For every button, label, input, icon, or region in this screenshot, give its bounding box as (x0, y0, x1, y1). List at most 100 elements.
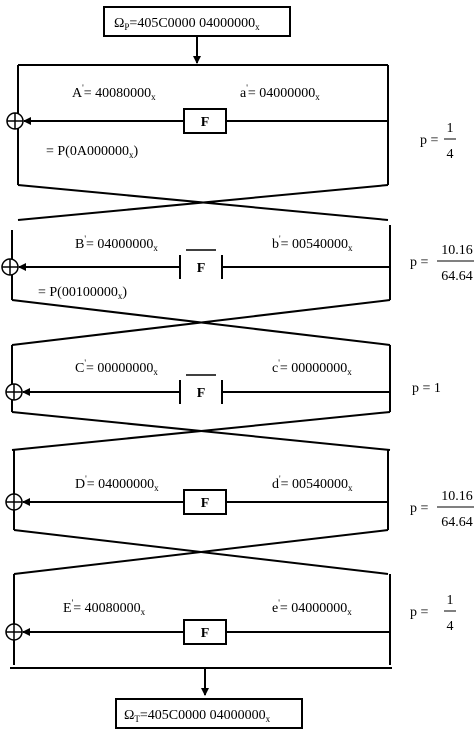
left-difference-label: A'= 40080000x (72, 83, 156, 102)
perm-close: ) (122, 285, 127, 300)
left-var: C (75, 361, 84, 376)
output-label: ΩT=405C0000 04000000x (124, 708, 271, 724)
right-suffix: x (315, 92, 320, 102)
permutation-label: = P(00100000x) (38, 285, 127, 301)
right-suffix: x (348, 243, 353, 253)
probability-numerator: 10.16 (441, 489, 473, 504)
input-sub: P (124, 22, 129, 32)
right-difference-label: a'= 04000000x (240, 83, 320, 102)
probability-numerator: 10.16 (441, 243, 473, 258)
cross-line-3b (11, 411, 391, 451)
right-prime: ' (246, 83, 248, 93)
output-value: =405C0000 04000000 (140, 708, 266, 723)
probability-numerator: 1 (447, 593, 454, 608)
f-label: F (197, 261, 206, 276)
perm-close: ) (133, 144, 138, 159)
left-prime: ' (72, 598, 74, 608)
probability-prefix: p = (410, 255, 429, 270)
right-prime: ' (278, 598, 280, 608)
probability-value: p = 1 (412, 381, 441, 396)
probability-prefix: p = (410, 605, 429, 620)
output-box (115, 698, 303, 729)
output-sub: T (134, 714, 140, 724)
left-var: D (75, 477, 85, 492)
right-suffix: x (348, 483, 353, 493)
f-label: F (197, 386, 206, 401)
left-prime: ' (82, 83, 84, 93)
f-function-box: F (179, 374, 223, 404)
left-suffix: x (154, 483, 159, 493)
left-prime: ' (84, 358, 86, 368)
right-var: c (272, 361, 278, 376)
left-difference-label: C'= 00000000x (75, 358, 158, 377)
probability: p = 1 4 (420, 121, 456, 162)
left-value: = 04000000 (87, 477, 154, 492)
left-value: = 40080000 (73, 601, 140, 616)
output-difference: ΩT=405C0000 04000000x (115, 698, 303, 729)
left-difference-label: E'= 40080000x (63, 598, 146, 617)
left-suffix: x (141, 607, 146, 617)
input-box (103, 6, 291, 37)
output-suffix: x (266, 714, 271, 724)
right-value: = 00540000 (281, 237, 348, 252)
input-label: ΩP=405C0000 04000000x (114, 16, 260, 32)
probability-numerator: 1 (447, 121, 454, 136)
perm-suffix: x (129, 150, 134, 160)
cross-line-2b (11, 299, 391, 346)
right-var: b (272, 237, 279, 252)
f-label: F (201, 626, 210, 641)
input-difference: ΩP=405C0000 04000000x (103, 6, 291, 37)
cross-line-4b (13, 529, 389, 575)
probability-denominator: 4 (447, 619, 454, 634)
probability-denominator: 4 (447, 147, 454, 162)
right-var: d (272, 477, 279, 492)
right-suffix: x (347, 367, 352, 377)
f-label: F (201, 496, 210, 511)
left-value: = 00000000 (86, 361, 153, 376)
left-value: = 04000000 (86, 237, 153, 252)
right-var: e (272, 601, 278, 616)
right-difference-label: b'= 00540000x (272, 234, 353, 253)
perm-suffix: x (118, 291, 123, 301)
input-greek: Ω (114, 16, 124, 31)
probability: p = 1 4 (410, 593, 456, 634)
right-difference-label: e'= 04000000x (272, 598, 352, 617)
right-prime: ' (278, 358, 280, 368)
left-difference-label: B'= 04000000x (75, 234, 158, 253)
round-5: F E'= 40080000x e'= 04000000x p = 1 4 (5, 593, 456, 645)
xor-icon (5, 493, 23, 511)
f-function-box: F (183, 489, 227, 515)
xor-icon (6, 112, 24, 130)
right-value: = 00000000 (280, 361, 347, 376)
left-prime: ' (84, 234, 86, 244)
left-difference-label: D'= 04000000x (75, 474, 159, 493)
left-suffix: x (153, 367, 158, 377)
left-prime: ' (85, 474, 87, 484)
left-suffix: x (153, 243, 158, 253)
output-greek: Ω (124, 708, 134, 723)
right-difference-label: c'= 00000000x (272, 358, 352, 377)
probability: p = 1 (412, 381, 441, 396)
right-prime: ' (279, 234, 281, 244)
left-value: = 40080000 (84, 86, 151, 101)
probability-prefix: p = (410, 501, 429, 516)
probability-prefix: p = (420, 133, 439, 148)
xor-icon (1, 258, 19, 276)
left-var: B (75, 237, 84, 252)
right-prime: ' (279, 474, 281, 484)
perm-value: = P(0A000000 (46, 144, 129, 159)
input-suffix: x (255, 22, 260, 32)
f-function-box: F (183, 619, 227, 645)
left-suffix: x (151, 92, 156, 102)
right-var: a (240, 86, 247, 101)
input-value: =405C0000 04000000 (129, 16, 255, 31)
left-var: A (72, 86, 83, 101)
connection-lines (10, 36, 392, 696)
